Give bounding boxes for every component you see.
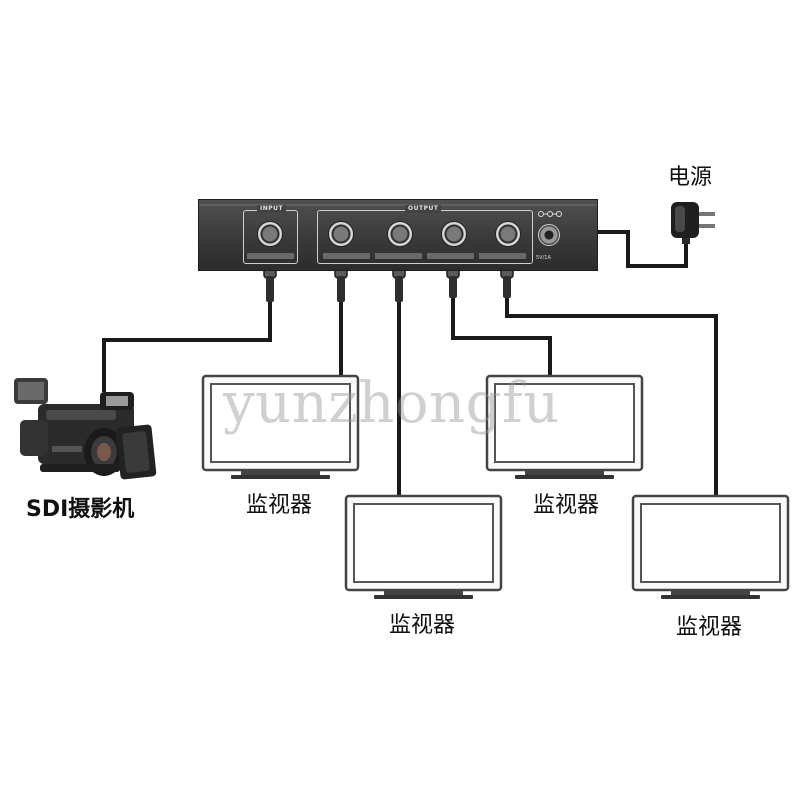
output-port-strip-3 — [427, 253, 474, 259]
output-bnc-connector-1 — [328, 221, 354, 247]
cable-monitor-3 — [451, 296, 552, 376]
output-port-strip-1 — [323, 253, 370, 259]
output-bnc-connector-4 — [495, 221, 521, 247]
cables — [102, 230, 718, 496]
monitor-label-3: 监视器 — [533, 493, 600, 518]
input-label: INPUT — [257, 205, 287, 213]
input-port-strip — [247, 253, 294, 259]
monitor-icon-2 — [344, 494, 503, 599]
monitor-label-4: 监视器 — [676, 615, 743, 640]
camera-label: SDI摄影机 — [26, 497, 135, 522]
cable-camera — [102, 300, 272, 392]
monitor-label-1: 监视器 — [246, 493, 313, 518]
sdi-splitter-device: INPUT OUTPUT 5V/1A — [198, 199, 598, 271]
output-bnc-connector-3 — [441, 221, 467, 247]
camcorder-icon — [14, 378, 157, 480]
output-port-strip-4 — [479, 253, 526, 259]
monitor-icon-1 — [201, 374, 360, 479]
dc-polarity-icon — [538, 211, 562, 217]
power-label: 电源 — [668, 165, 713, 190]
monitor-label-2: 监视器 — [389, 613, 456, 638]
monitor-icon-3 — [485, 374, 644, 479]
output-bnc-connector-2 — [387, 221, 413, 247]
cable-power — [570, 230, 688, 268]
power-adapter-icon — [671, 202, 715, 244]
dc-rating-label: 5V/1A — [536, 255, 551, 261]
watermark-text: yunzhongfu — [223, 371, 560, 436]
cable-monitor-4 — [505, 296, 718, 496]
output-label: OUTPUT — [405, 205, 442, 213]
dc-power-jack — [538, 224, 560, 246]
output-port-strip-2 — [375, 253, 422, 259]
input-bnc-connector — [257, 221, 283, 247]
device-groove — [199, 204, 597, 206]
monitor-icon-4 — [631, 494, 790, 599]
